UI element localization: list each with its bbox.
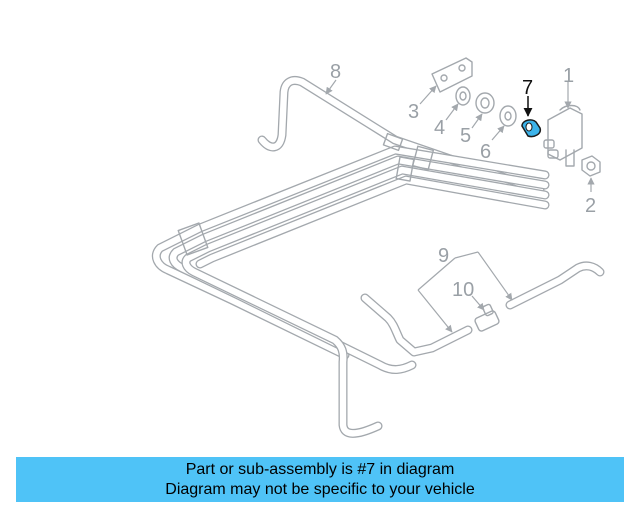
bracket-part-3 bbox=[431, 57, 473, 93]
callout-8: 8 bbox=[330, 61, 341, 83]
banner-line-2: Diagram may not be specific to your vehi… bbox=[165, 481, 475, 498]
callout-6: 6 bbox=[480, 141, 491, 163]
callout-7: 7 bbox=[522, 77, 533, 99]
pump-part-1 bbox=[543, 104, 583, 167]
washer-part-4 bbox=[455, 86, 471, 106]
parts-diagram: 1 2 3 4 5 6 7 8 9 10 bbox=[151, 57, 605, 438]
callout-2: 2 bbox=[585, 195, 596, 217]
pipe-assembly bbox=[151, 75, 605, 438]
callout-3: 3 bbox=[408, 101, 419, 123]
pipe-bundle bbox=[151, 145, 550, 438]
pipe-upper bbox=[257, 75, 545, 195]
pipe-clamps bbox=[177, 132, 435, 256]
info-banner: Part or sub-assembly is #7 in diagram Di… bbox=[16, 457, 624, 502]
nut-part-2 bbox=[581, 155, 601, 177]
callout-5: 5 bbox=[460, 125, 471, 147]
leader-lines bbox=[325, 79, 595, 333]
grommet-part-5 bbox=[475, 92, 495, 114]
washer-part-6 bbox=[499, 105, 517, 127]
callout-4: 4 bbox=[434, 117, 445, 139]
valve-part-10 bbox=[474, 303, 500, 332]
callout-10: 10 bbox=[452, 279, 474, 301]
banner-line-1: Part or sub-assembly is #7 in diagram bbox=[185, 461, 455, 478]
callouts: 1 2 3 4 5 6 7 8 9 10 bbox=[330, 61, 596, 301]
highlighted-part-7[interactable] bbox=[521, 119, 542, 138]
hose-left bbox=[360, 293, 473, 357]
callout-1: 1 bbox=[563, 65, 574, 87]
callout-9: 9 bbox=[438, 245, 449, 267]
hose-right bbox=[505, 261, 605, 310]
